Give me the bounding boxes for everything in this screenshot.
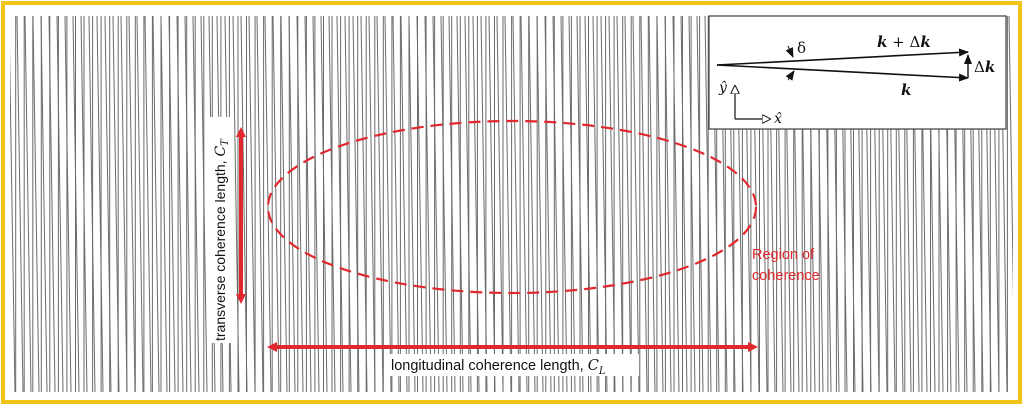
angle-arrow-top: [785, 45, 794, 58]
transverse-label-bg: [209, 117, 231, 343]
region-label-line1: Region of: [752, 247, 815, 263]
y-axis-label: ŷ: [718, 79, 728, 96]
transverse-label: transverse coherence length, CT: [212, 138, 231, 341]
angle-label: δ: [797, 39, 806, 57]
coherence-region-ellipse: [266, 119, 758, 295]
label-k-plus-dk: k + Δk: [877, 33, 931, 51]
x-axis-label: x̂: [774, 111, 782, 127]
wave-pattern: [10, 15, 1013, 393]
vector-inset: δ k + Δk k Δk ŷ x̂: [708, 15, 1007, 130]
region-label-line2: coherence: [752, 268, 820, 284]
angle-arrow-bottom: [785, 70, 795, 81]
longitudinal-label: longitudinal coherence length, CL: [391, 358, 606, 377]
longitudinal-label-bg: [387, 354, 639, 376]
label-k: k: [901, 81, 911, 99]
vector-k-plus-dk: [716, 48, 969, 66]
label-delta-k: Δk: [974, 58, 995, 76]
vector-k: [716, 64, 969, 82]
inset-box: [708, 15, 1007, 130]
